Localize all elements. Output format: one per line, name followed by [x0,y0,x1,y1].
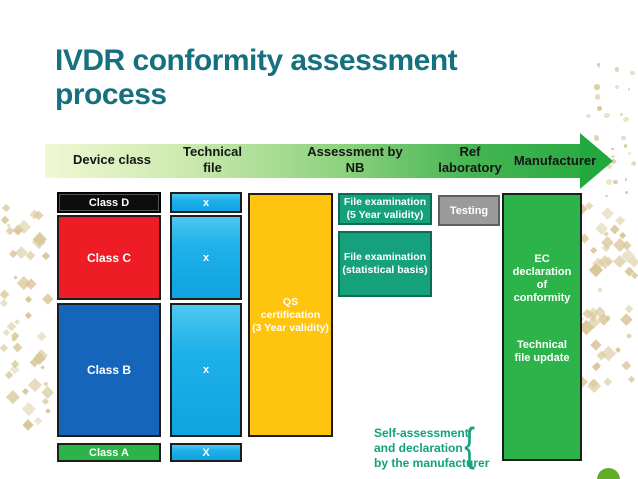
file-examination-5yr-box: File examination (5 Year validity) [338,193,432,225]
class-c-box: Class C [57,215,161,300]
qs-certification-box: QS certification (3 Year validity) [248,193,333,437]
stage-assessment-by-nb: Assessment by NB [307,144,403,175]
logo-arch-icon [597,468,620,479]
stage-manufacturer: Manufacturer [513,153,597,168]
testing-box: Testing [438,195,500,226]
slide-title: IVDR conformity assessment process [55,44,458,111]
tech-file-mark-class-c: x [170,215,242,300]
class-d-box: Class D [57,192,161,213]
class-a-box: Class A [57,443,161,462]
process-arrow-head-icon [580,133,613,189]
technical-file-update-label: Technical file update [514,339,570,364]
brace-glyph: { [464,418,476,470]
stage-technical-file: Technical file [182,144,242,175]
file-examination-statistical-box: File examination (statistical basis) [338,231,432,297]
process-arrow-body [45,144,582,178]
self-assessment-note: Self-assessment and declaration by the m… [374,426,490,470]
class-b-box: Class B [57,303,161,437]
stage-device-class: Device class [72,152,152,167]
stage-ref-laboratory: Ref laboratory [438,144,502,175]
tech-file-mark-class-b: x [170,303,242,437]
ec-declaration-box: EC declaration of conformity Technical f… [502,193,582,461]
ec-declaration-label: EC declaration of conformity [512,253,572,304]
tech-file-mark-class-a: X [170,443,242,462]
tech-file-mark-class-d: x [170,192,242,213]
dots-decoration-left [0,200,54,431]
